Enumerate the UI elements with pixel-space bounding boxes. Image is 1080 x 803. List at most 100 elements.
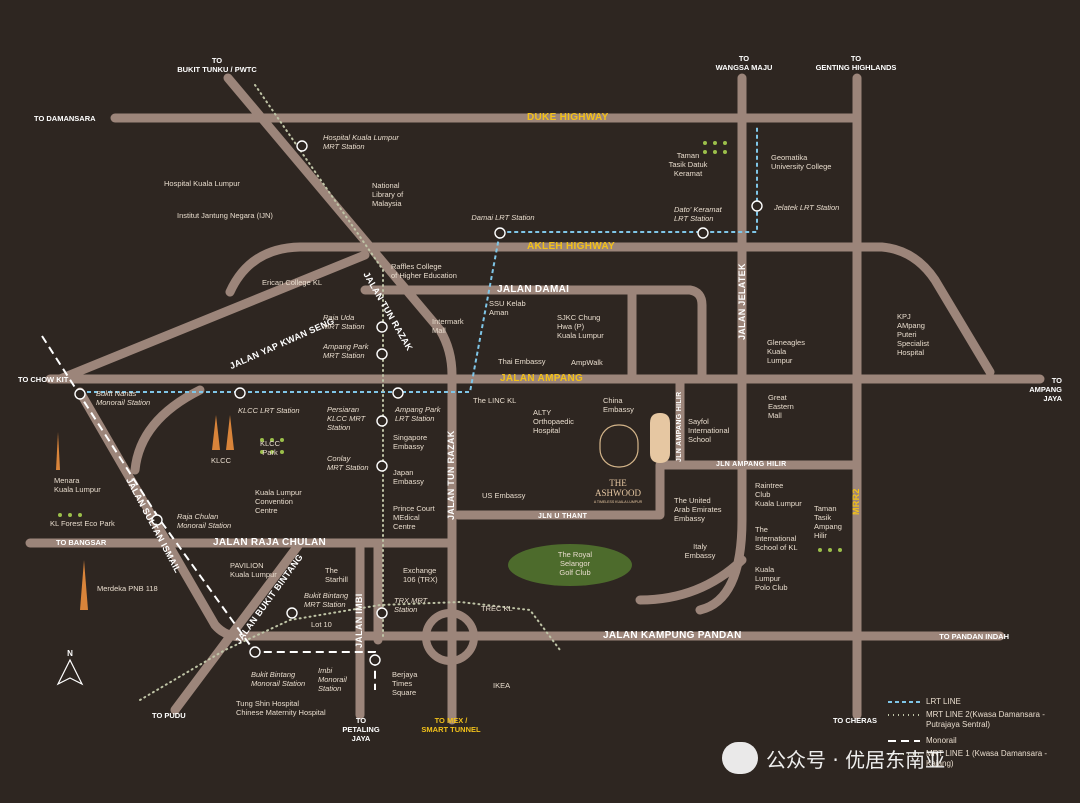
label-china-embassy: China Embassy [603,396,634,414]
legend-lrt: LRT LINE [926,697,961,706]
road-label-raja-chulan: JALAN RAJA CHULAN [213,537,327,548]
road-label-akleh: AKLEH HIGHWAY [527,241,615,252]
label-damai-lrt: Damai LRT Station [471,213,535,222]
station-damai-lrt [494,227,506,239]
station-trx [376,607,388,619]
dir-petaling-jaya: TO PETALING JAYA [342,716,380,743]
mrt2-line [254,84,384,641]
label-klcc-park: KLCC Park [259,439,281,457]
dir-cheras: TO CHERAS [832,716,878,725]
label-us-embassy: US Embassy [482,491,526,500]
label-prince-court: Prince Court MEdical Centre [393,504,435,531]
legend-mrt2: MRT LINE 2(Kwasa Damansara - Putrajaya S… [926,710,1045,729]
label-hospital-kl: Hospital Kuala Lumpur [164,179,240,188]
label-raja-uda: Raja Uda MRT Station [323,313,365,331]
label-japan-embassy: Japan Embassy [393,468,424,486]
klcc-towers-icon [212,415,234,450]
wechat-icon [722,742,758,774]
dir-ampang-jaya: TO AMPANG JAYA [1029,376,1062,403]
label-geomatika: Geomatika University College [771,153,832,171]
compass-n: N [67,649,73,658]
legend-monorail: Monorail [926,736,957,745]
road-yap-kwan-seng [55,250,370,384]
label-berjaya: Berjaya Times Square [392,670,418,697]
legend-mrt1: MRT LINE 1 (Kwasa Damansara - Kajang) [926,749,1048,768]
dir-bangsar: TO BANGSAR [56,538,107,547]
compass-arrow [56,658,84,686]
label-trec: TREC KL [481,604,513,613]
label-menara-kl: Menara Kuala Lumpur [54,476,101,494]
road-label-duke: DUKE HIGHWAY [527,112,609,123]
label-ikea: IKEA [493,681,511,690]
station-ampang-park-lrt [392,387,404,399]
station-persiaran-klcc [376,415,388,427]
station-raja-chulan [151,514,163,526]
road-label-damai: JALAN DAMAI [497,284,570,295]
label-tung-shin: Tung Shin Hospital Chinese Maternity Hos… [236,699,326,717]
road-label-ampang: JALAN AMPANG [500,373,584,384]
label-taman-tasik-ampang: Taman Tasik Ampang Hilir [814,504,842,540]
label-persiaran-klcc: Persiaran KLCC MRT Station [327,405,366,432]
road-label-imbi: JALAN IMBI [354,593,364,649]
label-erican: Erican College KL [262,278,323,287]
station-imbi [369,654,381,666]
label-ssu-kelab: SSU Kelab Aman [489,299,526,317]
label-taman-tasik-datuk-keramat: Taman Tasik Datuk Keramat [668,151,708,178]
station-conlay [376,460,388,472]
station-ampang-park-mrt [376,348,388,360]
label-ampang-park-mrt: Ampang Park MRT Station [323,342,369,360]
station-hkl-mrt [296,140,308,152]
label-kpj: KPJ AMpang Puteri Specialist Hospital [897,312,930,357]
menara-kl-icon [56,432,60,470]
label-intermark: Intermark Mall [432,317,464,335]
the-ashwood-marker [650,413,670,463]
station-klcc-lrt [234,387,246,399]
label-bukit-nanas: Bukit Nanas Monorail Station [96,389,151,407]
station-bukit-nanas [74,388,86,400]
label-alty: ALTY Orthopaedic Hospital [533,408,574,435]
label-italy-embassy: Italy Embassy [684,542,716,560]
label-kl-polo: Kuala Lumpur Polo Club [755,565,788,592]
road-bukit-bintang [170,538,305,715]
merdeka-118-icon [80,560,88,610]
label-uae-embassy: The United Arab Emirates Embassy [674,496,722,523]
dir-chow-kit: TO CHOW KIT [18,375,69,384]
label-bukit-bintang-mono: Bukit Bintang Monorail Station [251,670,306,688]
road-label-mrr2: MRR2 [851,488,861,515]
label-pavilion: PAVILION Kuala Lumpur [230,561,277,579]
label-trx-mrt: TRX MRT Station [394,596,428,614]
road-jalan-damai [360,285,707,384]
roundabout [422,609,478,665]
dir-pudu: TO PUDU [152,711,186,720]
road-label-ampang-hilir: JLN AMPANG HILIR [716,461,787,468]
dir-wangsa-maju: TO WANGSA MAJU [715,54,773,72]
road-akleh-highway [225,242,995,377]
road-south [635,555,747,605]
road-label-kampung-pandan: JALAN KAMPUNG PANDAN [603,630,742,641]
label-ijn: Institut Jantung Negara (IJN) [177,211,273,220]
label-klcc-lrt: KLCC LRT Station [238,406,300,415]
road-jelatek [695,73,747,615]
label-lot10: Lot 10 [311,620,332,629]
watermark-text: 公众号 · 优居东南亚 [766,748,946,772]
label-forest-eco-park: KL Forest Eco Park [50,519,115,528]
project-tagline: A TIMELESS KUALA LUMPUR [593,500,643,504]
dir-mex: TO MEX / SMART TUNNEL [421,716,481,734]
label-raffles: Raffles College of Higher Education [391,262,457,280]
label-national-library: National Library of Malaysia [372,181,404,208]
station-dato-keramat [697,227,709,239]
label-the-linc: The LINC KL [473,396,517,405]
label-singapore-embassy: Singapore Embassy [393,433,428,451]
station-raja-uda [376,321,388,333]
road-west-arc [130,385,205,475]
label-imbi-mono: Imbi Monorail Station [318,666,347,693]
label-great-eastern: Great Eastern Mall [768,393,794,420]
label-raintree: Raintree Club Kuala Lumpur [755,481,802,508]
label-klcc: KLCC [210,456,232,465]
golf-club-area [508,544,632,586]
label-sayfol: Sayfol International School [688,417,730,444]
label-gleneagles: Gleneagles Kuala Lumpur [767,338,805,365]
station-bukit-bintang-mrt [286,607,298,619]
label-raja-chulan-mono: Raja Chulan Monorail Station [177,512,232,530]
